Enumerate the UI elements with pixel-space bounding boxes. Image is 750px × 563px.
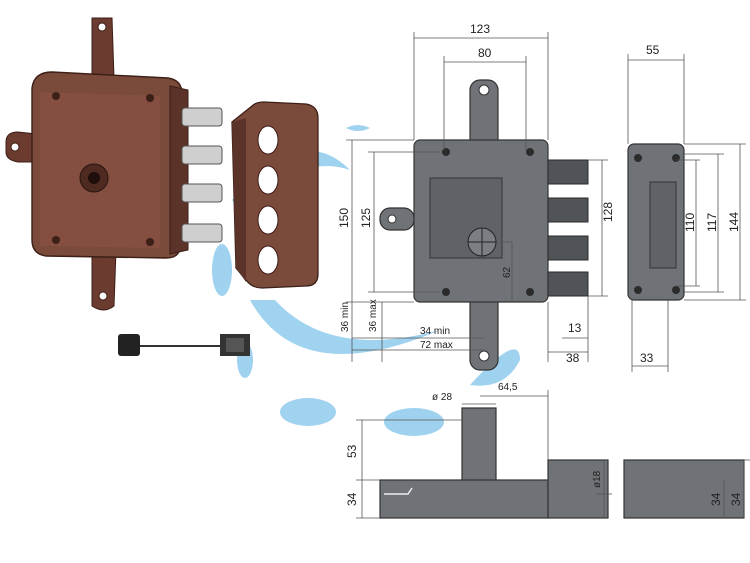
dim-123: 123	[470, 22, 490, 36]
watermark-swoosh-arc	[250, 300, 440, 354]
dim-34-min: 34 min	[420, 326, 450, 337]
dim-55: 55	[646, 43, 660, 57]
watermark-swoosh-left	[212, 244, 232, 296]
dim-128: 128	[601, 202, 615, 222]
dim-34-right-2: 34	[729, 492, 743, 506]
top-cylinder-shaft	[461, 407, 497, 487]
lock-side-plate	[169, 85, 189, 255]
front-bolt-1	[547, 159, 589, 185]
front-left-ear	[379, 207, 415, 231]
side-view: 55 110 117 144 33	[627, 43, 746, 372]
watermark-swoosh-top	[346, 125, 370, 131]
keeper-hole-1	[257, 125, 279, 155]
screw-br	[146, 238, 154, 246]
bolts	[181, 107, 223, 243]
bolt-3	[181, 183, 223, 203]
dim-64-5: 64,5	[498, 382, 518, 393]
dim-144: 144	[727, 212, 741, 232]
front-rod-top-hole	[478, 84, 490, 96]
dim-36-min: 36 min	[340, 302, 351, 332]
dim-diameter-28: ø 28	[432, 392, 452, 403]
top-lever	[384, 487, 413, 495]
front-screw-br	[526, 288, 534, 296]
watermark-swoosh-bottom-left	[280, 398, 336, 426]
keeper-hole-3	[257, 205, 279, 235]
top-dimension-lines	[356, 390, 750, 519]
side-screw-br	[672, 286, 680, 294]
front-bolt-4	[547, 271, 589, 297]
left-ear-hole	[10, 142, 20, 152]
front-bolt-2	[547, 197, 589, 223]
lock-photo	[5, 17, 319, 311]
keeper-flange	[232, 118, 246, 282]
top-tab-hole	[97, 22, 107, 32]
dim-150: 150	[337, 208, 351, 228]
front-screw-tr	[526, 148, 534, 156]
keeper-holes	[257, 125, 279, 275]
bolt-4	[181, 223, 223, 243]
bolt-1	[181, 107, 223, 127]
front-view: 123 80 150 125 128 62 36 min 36 max 34 m…	[337, 22, 615, 371]
dim-34-right-1: 34	[709, 492, 723, 506]
keyhole-core	[88, 172, 100, 184]
top-view: ø 28 64,5 53 34 ø18 34 34	[345, 382, 750, 519]
screw-tr	[146, 94, 154, 102]
dim-125: 125	[359, 208, 373, 228]
top-keeper-front	[547, 459, 609, 519]
screw-tl	[52, 92, 60, 100]
watermark-swoosh-bottom-mid	[384, 408, 444, 436]
dim-38: 38	[566, 351, 580, 365]
dim-53: 53	[345, 444, 359, 458]
key	[118, 334, 250, 356]
key-bit-notch	[226, 338, 244, 352]
front-screw-bl	[442, 288, 450, 296]
dim-33: 33	[640, 351, 654, 365]
front-rod-bottom-hole	[478, 350, 490, 362]
side-screw-tr	[672, 154, 680, 162]
bolt-2	[181, 145, 223, 165]
bottom-mounting-tab	[91, 249, 117, 311]
front-screw-tl	[442, 148, 450, 156]
bottom-tab-hole	[98, 291, 108, 301]
top-keeper	[623, 459, 745, 519]
side-dimension-lines	[627, 54, 746, 372]
front-dimension-lines	[346, 32, 608, 362]
keeper-hole-2	[257, 165, 279, 195]
front-bolt-3	[547, 235, 589, 261]
dim-80: 80	[478, 46, 492, 60]
top-body-left	[379, 479, 549, 519]
screw-bl	[52, 236, 60, 244]
dim-117: 117	[705, 213, 719, 232]
side-screw-bl	[634, 286, 642, 294]
key-head	[118, 334, 140, 356]
dim-62: 62	[502, 266, 513, 278]
side-inner-plate	[649, 181, 677, 269]
dim-diameter-18: ø18	[592, 470, 603, 488]
dim-72-max: 72 max	[420, 340, 453, 351]
dim-34-left: 34	[345, 492, 359, 506]
dim-36-max: 36 max	[368, 299, 379, 332]
dim-110: 110	[683, 213, 697, 232]
dim-13: 13	[568, 321, 582, 335]
keeper-box	[231, 101, 319, 289]
keeper-hole-4	[257, 245, 279, 275]
front-left-ear-hole	[387, 214, 397, 224]
side-screw-tl	[634, 154, 642, 162]
